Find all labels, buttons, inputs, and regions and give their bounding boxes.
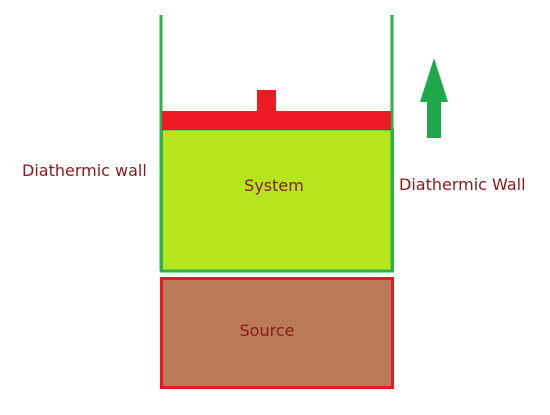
source-reservoir	[160, 277, 394, 389]
piston	[162, 111, 391, 130]
source-label: Source	[240, 321, 295, 340]
right-wall-label: Diathermic Wall	[399, 175, 526, 194]
system-label: System	[244, 176, 304, 195]
piston-handle	[257, 90, 276, 112]
left-wall-label: Diathermic wall	[22, 161, 147, 180]
system-region	[160, 127, 394, 273]
up-arrow-icon	[420, 58, 448, 138]
